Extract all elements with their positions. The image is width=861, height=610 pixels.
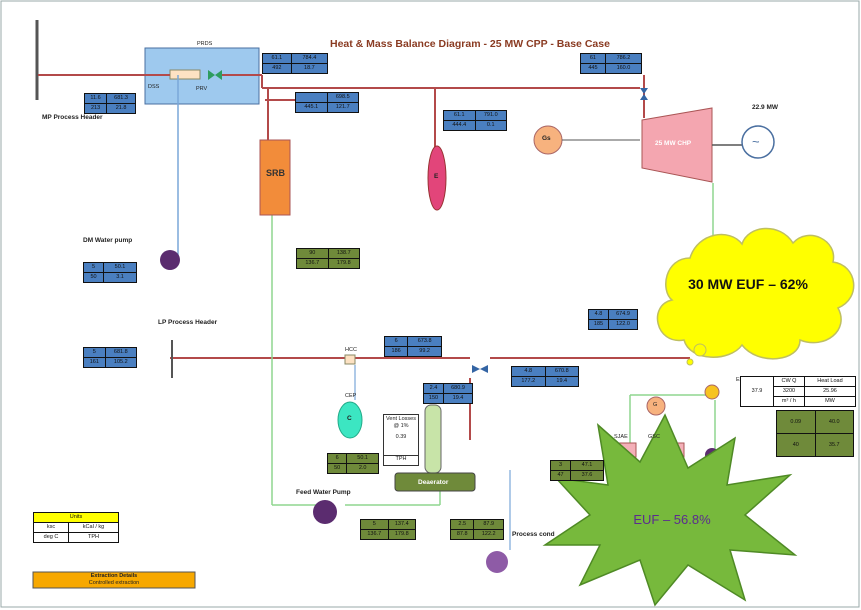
process-cond-label: Process cond bbox=[512, 531, 555, 538]
generator-icon bbox=[741, 125, 775, 159]
dss-label: DSS bbox=[148, 84, 160, 90]
euf-cloud-callout bbox=[656, 227, 855, 360]
hcc-element bbox=[344, 354, 356, 365]
cep-label: CEP bbox=[345, 393, 357, 399]
fw-pump-label: Feed Water Pump bbox=[296, 489, 351, 496]
turbine-body bbox=[641, 107, 713, 183]
water-lines bbox=[271, 183, 716, 506]
extraction-bar bbox=[32, 571, 196, 589]
srb-label: SRB bbox=[266, 168, 286, 178]
dm-pump-label: DM Water pump bbox=[83, 237, 133, 244]
extraction-title: Extraction Details bbox=[90, 573, 138, 579]
fw-pump-icon bbox=[313, 500, 337, 524]
euf-star-callout bbox=[542, 413, 798, 607]
e-label: E bbox=[434, 173, 439, 180]
prds-label: PRDS bbox=[197, 41, 213, 47]
g-label: G bbox=[653, 402, 658, 408]
deaerator-column bbox=[424, 404, 442, 474]
vent-loss-label: Vent Losses @ 1% bbox=[386, 416, 416, 429]
steam-lines bbox=[38, 74, 690, 440]
lp-valve-icon bbox=[472, 365, 488, 373]
vent-loss-unit: TPH bbox=[383, 455, 419, 466]
cloud-bubble-1 bbox=[693, 343, 707, 357]
power-output: 22.9 MW bbox=[752, 104, 779, 111]
extraction-subtitle: Controlled extraction bbox=[88, 580, 140, 586]
c-pump bbox=[337, 401, 363, 439]
mp-header-label: MP Process Header bbox=[42, 114, 103, 121]
lp-header-label: LP Process Header bbox=[158, 319, 218, 326]
turbine-inlet-valve-icon bbox=[640, 88, 648, 100]
diagram-title: Heat & Mass Balance Diagram - 25 MW CPP … bbox=[330, 38, 610, 50]
g-small bbox=[646, 396, 666, 416]
pc-pump-icon bbox=[486, 551, 508, 573]
gs-label: Gs bbox=[542, 135, 551, 142]
cloud-bubble-2 bbox=[686, 358, 694, 366]
c-label: C bbox=[347, 415, 352, 422]
deaerator-tank bbox=[394, 472, 476, 492]
dss-element bbox=[169, 69, 201, 80]
condenser-icon bbox=[704, 384, 720, 400]
hcc-label: HCC bbox=[345, 347, 357, 353]
vent-loss-value: 0.39 bbox=[395, 434, 407, 440]
vent-loss-box: Vent Losses @ 1% 0.39 bbox=[383, 414, 419, 456]
prv-label: PRV bbox=[196, 86, 208, 92]
deaerator-label: Deaerator bbox=[418, 479, 449, 486]
turbine-label: 25 MW CHP bbox=[655, 140, 692, 147]
generator-symbol: ~ bbox=[752, 134, 760, 149]
cloud-callout-text: 30 MW EUF – 62% bbox=[688, 276, 808, 292]
srb-boiler bbox=[259, 139, 291, 216]
gsc-label: GSC bbox=[648, 434, 660, 440]
sjae-label: SJAE bbox=[614, 434, 628, 440]
prv-valve-icon bbox=[208, 70, 222, 80]
star-callout-text: EUF – 56.8% bbox=[633, 512, 711, 527]
e-heater bbox=[427, 145, 447, 211]
dm-pump-icon bbox=[160, 250, 180, 270]
